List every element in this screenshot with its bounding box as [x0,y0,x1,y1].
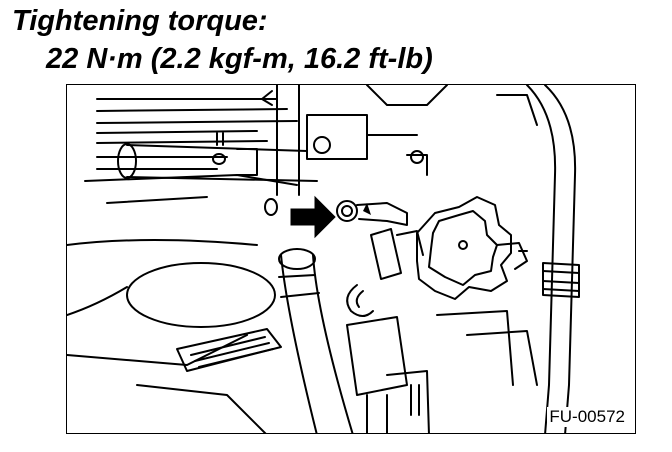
torque-value: 22 N·m (2.2 kgf-m, 16.2 ft-lb) [46,43,433,75]
arrow-right-icon [290,195,336,239]
torque-title: Tightening torque: [12,5,268,37]
figure-code: FU-00572 [547,407,627,427]
engine-illustration: FU-00572 [66,84,636,434]
engine-line-drawing [67,85,580,433]
